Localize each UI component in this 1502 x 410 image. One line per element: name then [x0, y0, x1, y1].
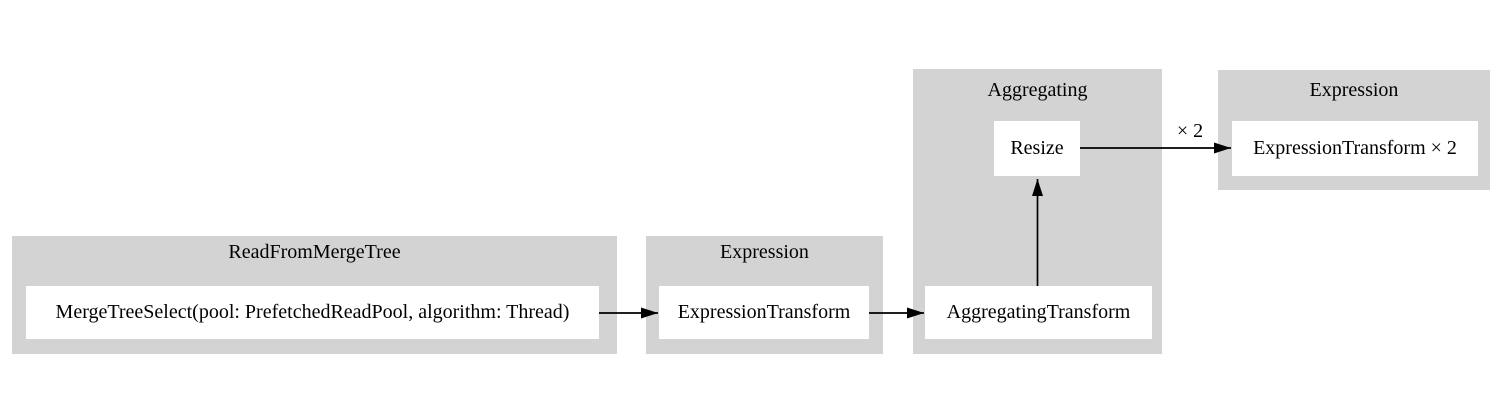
- node-resize: Resize: [994, 121, 1080, 176]
- node-mergetreeselect-label: MergeTreeSelect(pool: PrefetchedReadPool…: [55, 301, 570, 323]
- edge-multiplicity-label: × 2: [1176, 120, 1204, 142]
- node-aggregatingtransform-label: AggregatingTransform: [946, 301, 1131, 323]
- cluster-expression-upper-label: Expression: [1309, 79, 1399, 101]
- cluster-expression-lower-label: Expression: [720, 241, 809, 263]
- node-expressiontransform: ExpressionTransform: [659, 286, 869, 339]
- node-aggregatingtransform: AggregatingTransform: [925, 286, 1152, 339]
- node-mergetreeselect: MergeTreeSelect(pool: PrefetchedReadPool…: [26, 286, 599, 339]
- node-expressiontransform-x2-label: ExpressionTransform × 2: [1253, 137, 1457, 159]
- node-expressiontransform-x2: ExpressionTransform × 2: [1232, 121, 1478, 176]
- cluster-aggregating-label: Aggregating: [987, 79, 1088, 101]
- cluster-readfrommergetree-label: ReadFromMergeTree: [228, 241, 401, 263]
- node-expressiontransform-label: ExpressionTransform: [677, 301, 851, 323]
- node-resize-label: Resize: [1010, 137, 1064, 159]
